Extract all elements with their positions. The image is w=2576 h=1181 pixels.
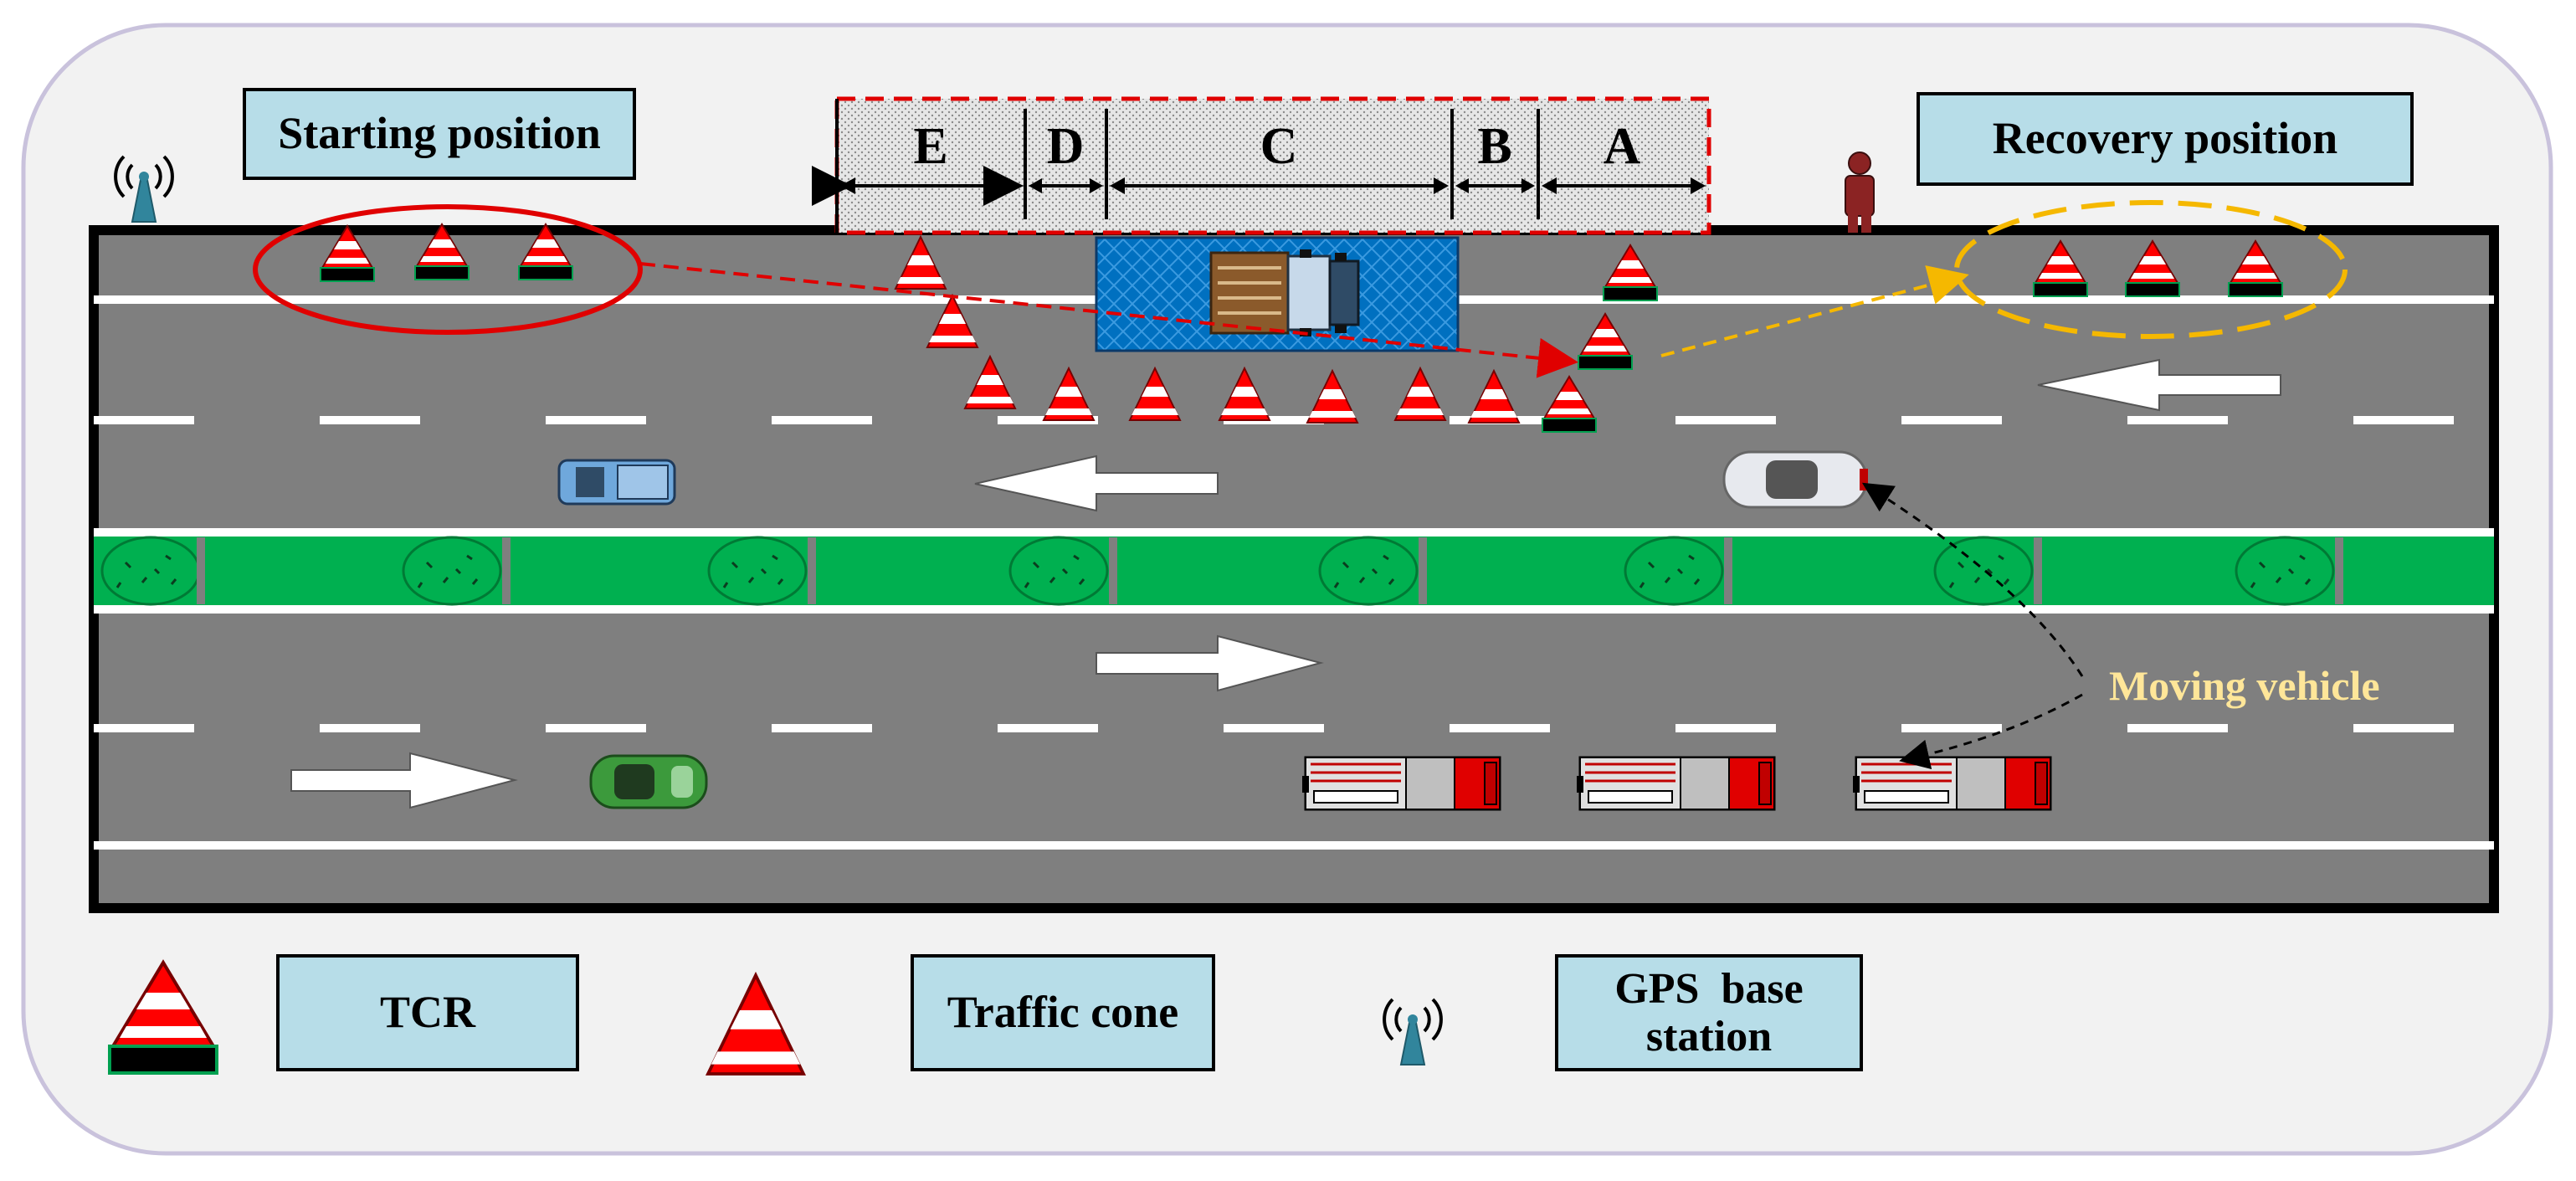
moving-vehicle-label: Moving vehicle (2109, 662, 2380, 709)
deploy-path-arrow (639, 262, 1578, 378)
work-truck (1209, 249, 1360, 336)
recovery-position-label: Recovery position (1917, 92, 2414, 186)
segment-label-a: A (1603, 118, 1641, 175)
starting-ellipse (253, 204, 643, 335)
legend-gps-line2: station (1645, 1013, 1773, 1060)
segment-label-d: D (1046, 118, 1085, 175)
legend-traffic-cone-label: Traffic cone (911, 954, 1215, 1071)
worker (1845, 151, 1875, 233)
recovery-ellipse (1954, 200, 2348, 339)
direction-arrow-lower-middle (1096, 634, 1324, 692)
legend-gps-line1: GPS base (1614, 964, 1804, 1013)
starting-position-label: Starting position (243, 88, 636, 180)
direction-arrow-lower-left (290, 752, 518, 809)
pointer-to-fire-truck (1899, 693, 2083, 770)
green-car (589, 754, 708, 809)
legend-tcr-label: TCR (276, 954, 579, 1071)
segment-label-b: B (1477, 118, 1512, 175)
recovery-path-arrow (1660, 265, 1969, 357)
pickup-truck (557, 459, 676, 506)
fire-truck-1 (1301, 756, 1501, 811)
pointer-to-silver-car (1861, 482, 2084, 677)
direction-arrow-upper-middle (974, 454, 1219, 512)
fire-truck-2 (1575, 756, 1776, 811)
legend-gps-label: GPS base station (1555, 954, 1863, 1071)
fire-truck-3 (1851, 756, 2052, 811)
segment-label-c: C (1260, 118, 1298, 175)
direction-arrow-upper-right (2037, 358, 2281, 412)
silver-car (1722, 450, 1868, 509)
segment-label-e: E (913, 118, 948, 175)
